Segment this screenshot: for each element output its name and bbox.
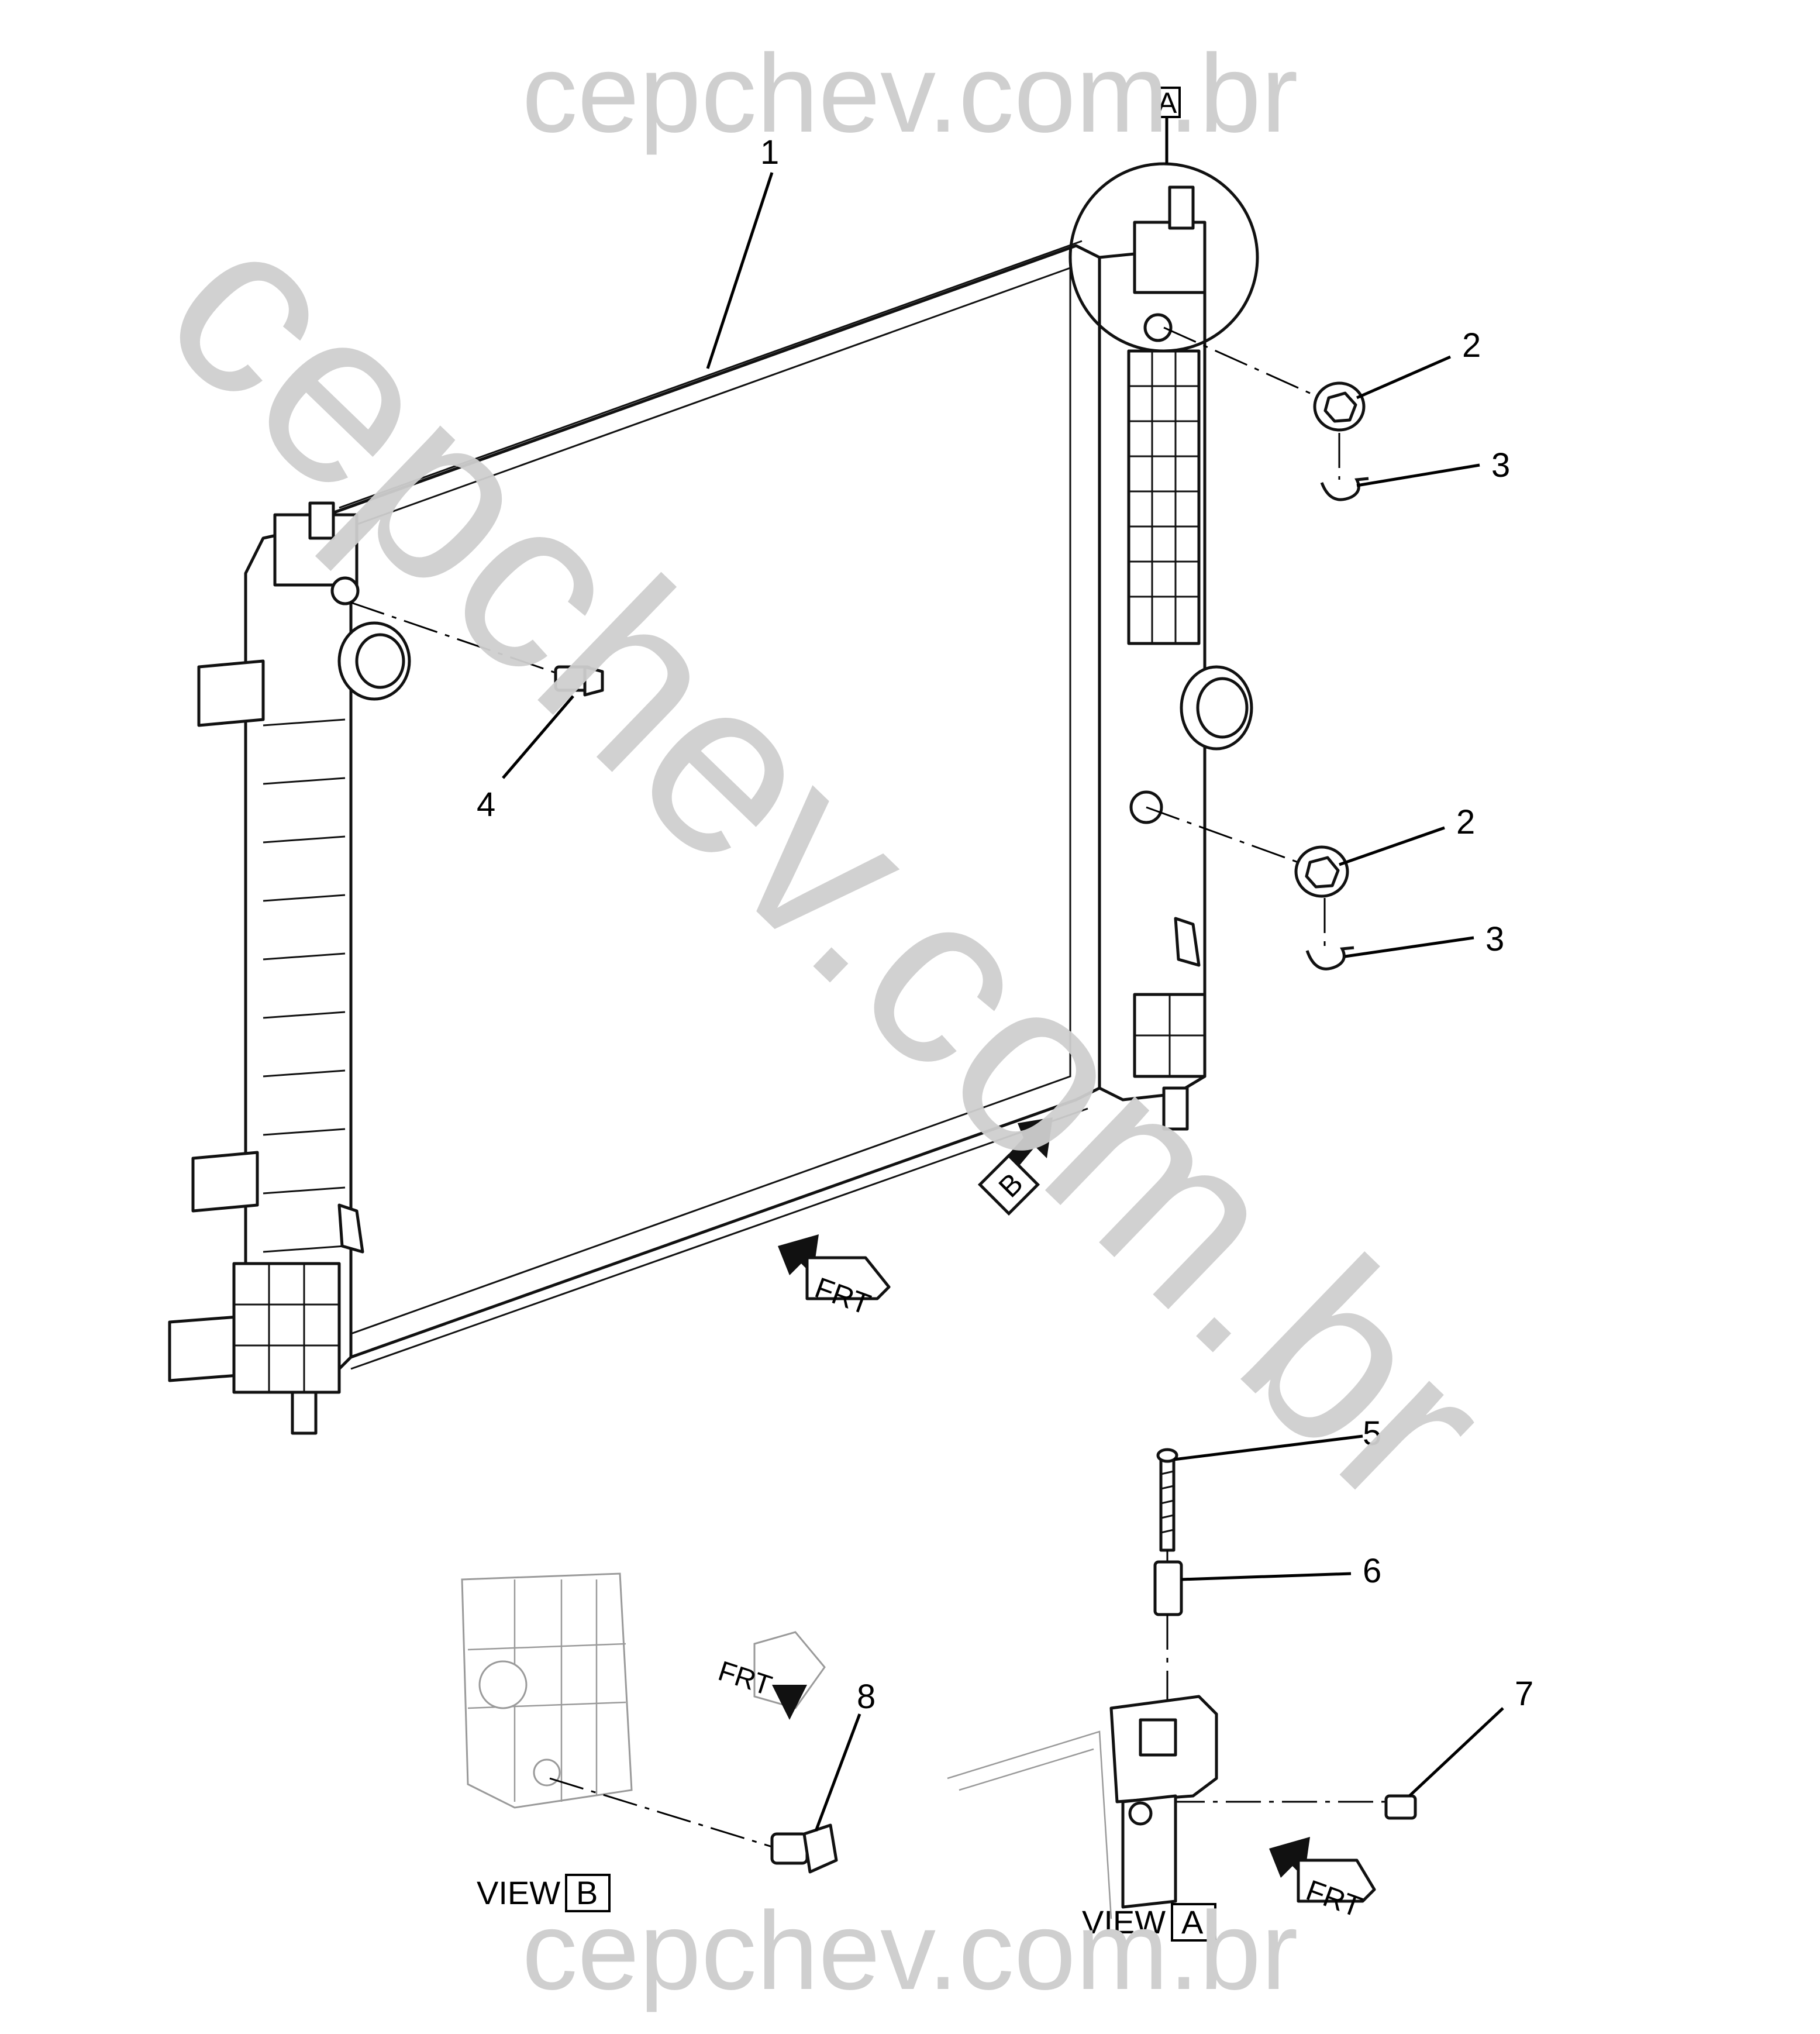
radiator-assembly (168, 117, 1259, 1435)
left-tank (168, 501, 411, 1435)
callout-5: 5 (1363, 1414, 1381, 1453)
view-a-letter: A (1181, 1904, 1204, 1940)
detail-a-circle (1068, 162, 1259, 353)
main-frt-arrow: FRT (778, 1234, 891, 1321)
view-a-prefix: VIEW (1082, 1904, 1166, 1940)
view-a-label: VIEW A (1082, 1903, 1216, 1942)
part-2-nut-lower (1146, 806, 1445, 898)
watermark-bottom: cepchev.com.br (522, 1889, 1298, 2013)
part-2-nut-upper (1163, 326, 1452, 432)
callout-3-upper: 3 (1491, 446, 1510, 484)
view-a-detail: FRT (947, 1615, 1376, 1923)
callout-7: 7 (1515, 1675, 1533, 1713)
view-b-arrow: B (977, 1117, 1053, 1216)
callout-4: 4 (477, 786, 495, 824)
watermark-top: cepchev.com.br (522, 32, 1298, 156)
detail-a-letter: A (1157, 87, 1177, 119)
callout-1: 1 (760, 133, 779, 171)
part-3-clip-lower (1305, 898, 1474, 970)
part-4-drain-fitting (350, 601, 604, 779)
right-tank (1098, 185, 1253, 1131)
view-b-detail: FRT (461, 1572, 861, 1874)
callout-numbers: 1 2 3 4 2 3 5 6 7 8 (477, 133, 1533, 1716)
callout-2-lower: 2 (1456, 803, 1475, 841)
detail-a-ref-box: A (1153, 87, 1181, 119)
part-7-nut (1170, 1707, 1504, 1820)
callout-8: 8 (857, 1678, 875, 1716)
view-b-label: VIEW B (477, 1874, 611, 1912)
callout-2-upper: 2 (1462, 326, 1481, 364)
callout-6: 6 (1363, 1552, 1381, 1590)
part-8-drain-plug (770, 1713, 861, 1874)
frt-arrow-view-b: FRT (715, 1631, 826, 1720)
part-6-spacer (1153, 1550, 1352, 1616)
callout-3-lower: 3 (1485, 920, 1504, 958)
view-b-letter: B (576, 1874, 598, 1911)
view-b-prefix: VIEW (477, 1874, 560, 1911)
part-3-clip-upper (1320, 433, 1480, 501)
